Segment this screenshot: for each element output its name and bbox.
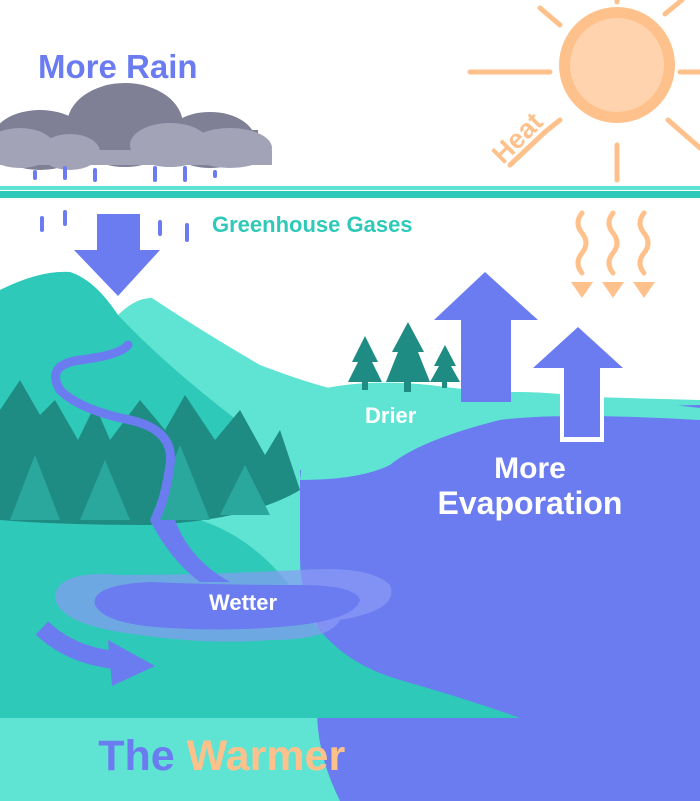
title-part-water-cycle: Water Cycle (345, 732, 602, 780)
title-part-the: The (98, 732, 186, 780)
pine-tree-icon (348, 322, 460, 392)
diagram-title: The Warmer Water Cycle (98, 732, 601, 780)
title-part-warmer: Warmer (187, 732, 346, 780)
sun-icon (467, 0, 700, 183)
greenhouse-gases-label: Greenhouse Gases (212, 212, 413, 237)
cloud-icon (0, 83, 272, 170)
heat-wave-icon (575, 210, 651, 276)
upward-arrow-icon (434, 272, 628, 442)
wetland-lake (55, 520, 392, 642)
drier-label: Drier (365, 403, 417, 428)
more-evaporation-label-line1: More (494, 452, 566, 485)
more-evaporation-label-line2: Evaporation (438, 485, 623, 521)
more-rain-label: More Rain (38, 48, 198, 85)
outflow-stream (338, 622, 497, 673)
heat-arrowheads (571, 282, 655, 298)
river (51, 340, 175, 525)
wetter-label: Wetter (209, 590, 277, 615)
forest (0, 380, 300, 525)
curved-arrow-icon (35, 621, 155, 686)
greenhouse-gas-layer (0, 186, 700, 198)
downward-arrow-icon (74, 214, 160, 296)
raindrop-icon (33, 166, 217, 242)
